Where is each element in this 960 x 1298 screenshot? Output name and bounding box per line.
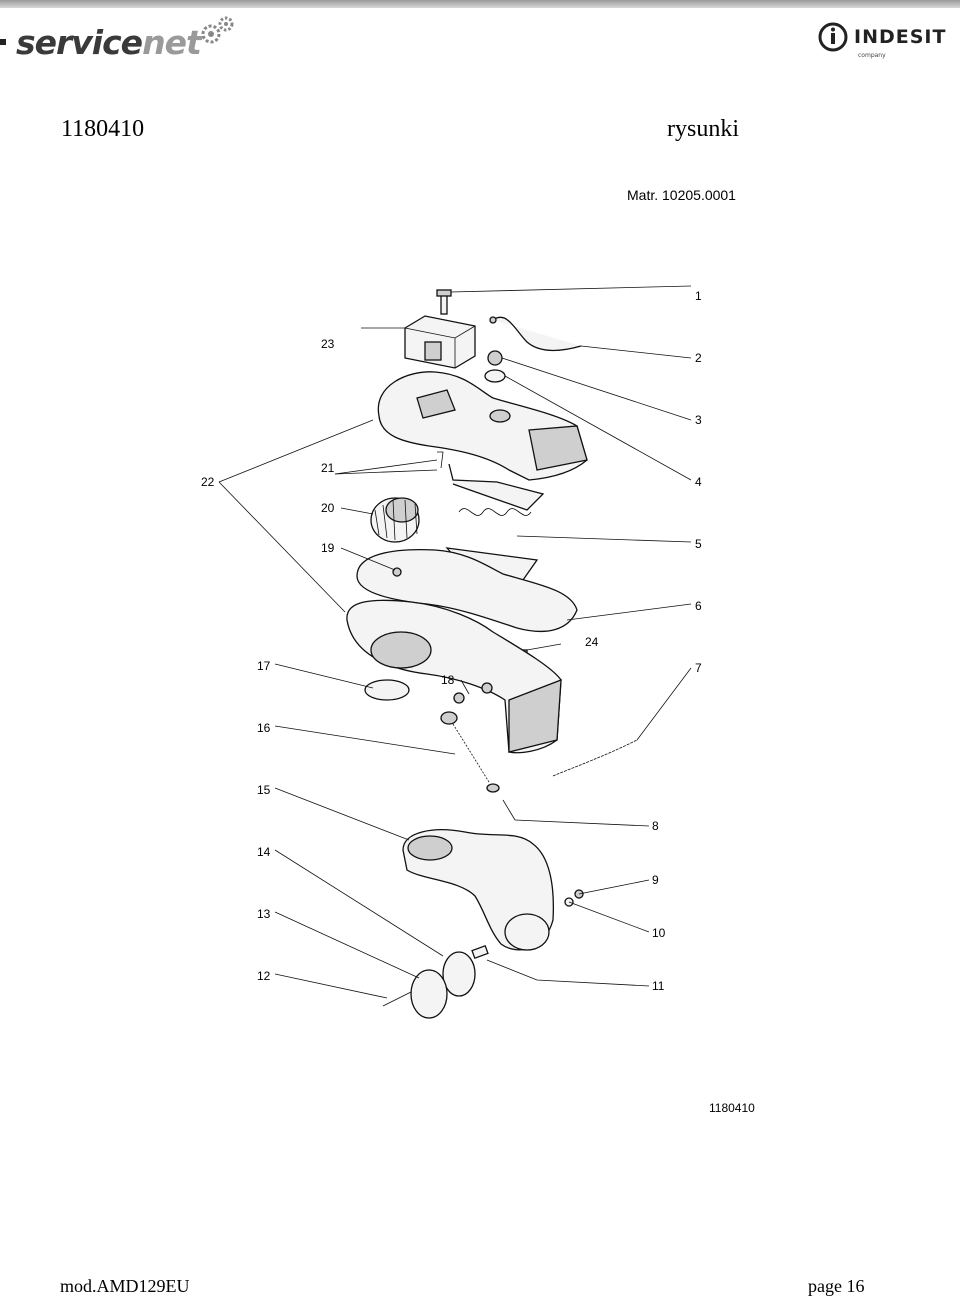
callout-2: 2 [695,351,702,365]
drawing-number: 1180410 [709,1101,755,1115]
callout-16: 16 [257,721,271,735]
part-4-ring [484,369,506,383]
gears-icon [201,16,234,44]
part-8-connector [502,799,516,821]
logo-text-service: service [16,22,143,62]
callout-13: 13 [257,907,271,921]
part-18-screw-b [481,682,493,694]
indesit-logo: INDESIT company [818,22,947,59]
indesit-emblem-icon [818,22,848,52]
part-11-pin [471,945,489,959]
part-14-ring [442,951,476,997]
logo-text-net: net [142,22,202,62]
callout-17: 17 [257,659,271,673]
callout-4: 4 [695,475,702,489]
section-title: rysunki [667,116,739,142]
callout-21: 21 [321,461,335,475]
callout-12: 12 [257,969,271,983]
part-1-screw [436,289,452,315]
top-bar [0,0,960,8]
part-18-screw [453,692,465,704]
part-2-cable [489,316,582,352]
part-17-ring [364,679,410,701]
leader-lines [218,285,692,999]
part-13-cover [410,969,448,1019]
callout-8: 8 [652,819,659,833]
part-15-duct [402,829,555,951]
callout-6: 6 [695,599,702,613]
callout-1: 1 [695,289,702,303]
document-code: 1180410 [61,116,145,142]
footer-model: mod.AMD129EU [60,1276,190,1296]
indesit-wordmark: INDESIT [854,25,947,48]
callout-10: 10 [652,926,666,940]
indesit-company: company [858,52,886,59]
part-22-lower-housing [346,599,562,754]
callout-15: 15 [257,783,271,797]
callout-5: 5 [695,537,702,551]
logo-dot [0,39,6,45]
part-12-screw [382,991,412,1007]
callout-3: 3 [695,413,702,427]
callout-19: 19 [321,541,335,555]
part-20-fan [370,497,420,543]
callout-18: 18 [441,673,455,687]
exploded-view-svg: Matr. 10205.0001 [201,187,755,1115]
callout-9: 9 [652,873,659,887]
part-21-clip [437,451,444,469]
part-3-nut [487,350,503,366]
upper-housing [377,371,588,481]
part-7-strip [552,739,638,777]
callout-24: 24 [585,635,599,649]
exploded-view-drawing: Matr. 10205.0001 [197,180,777,1120]
callout-7: 7 [695,661,702,675]
part-bracket [448,463,545,511]
callout-23: 23 [321,337,335,351]
matr-label: Matr. 10205.0001 [627,187,736,203]
callout-22: 22 [201,475,215,489]
callout-20: 20 [321,501,335,515]
callout-11: 11 [652,979,665,993]
callout-14: 14 [257,845,271,859]
footer-page: page 16 [808,1276,865,1296]
part-16-hose [440,711,500,793]
part-23-block [404,315,476,369]
